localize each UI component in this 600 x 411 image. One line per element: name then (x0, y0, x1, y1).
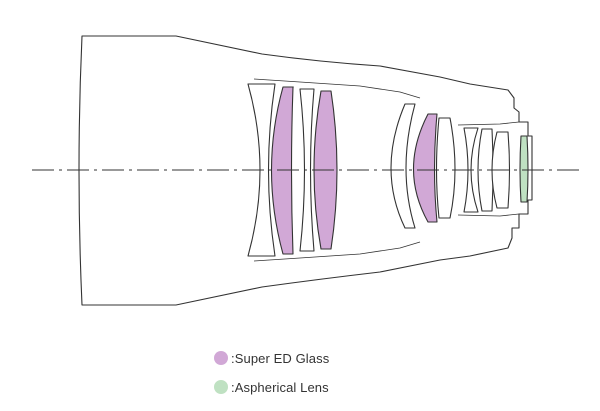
legend-label: :Super ED Glass (231, 350, 330, 366)
barrel-inner-line (253, 241, 421, 262)
lens-cross-section (32, 35, 582, 306)
legend-item-super-ed: :Super ED Glass (214, 348, 329, 368)
lens-element-9 (477, 128, 494, 212)
barrel-inner-line (457, 213, 520, 217)
legend-label: :Aspherical Lens (231, 379, 329, 395)
lens-element-5 (390, 103, 416, 229)
barrel-inner-line (457, 121, 520, 126)
aspherical-lens-element (519, 135, 529, 203)
lens-barrel-outline (78, 35, 533, 306)
super-ed-lens-element (413, 113, 438, 223)
lens-element-7 (435, 117, 456, 219)
legend-item-aspherical: :Aspherical Lens (214, 377, 329, 397)
barrel-inner-line (253, 78, 421, 99)
aspherical-swatch (214, 380, 228, 394)
super-ed-swatch (214, 351, 228, 365)
